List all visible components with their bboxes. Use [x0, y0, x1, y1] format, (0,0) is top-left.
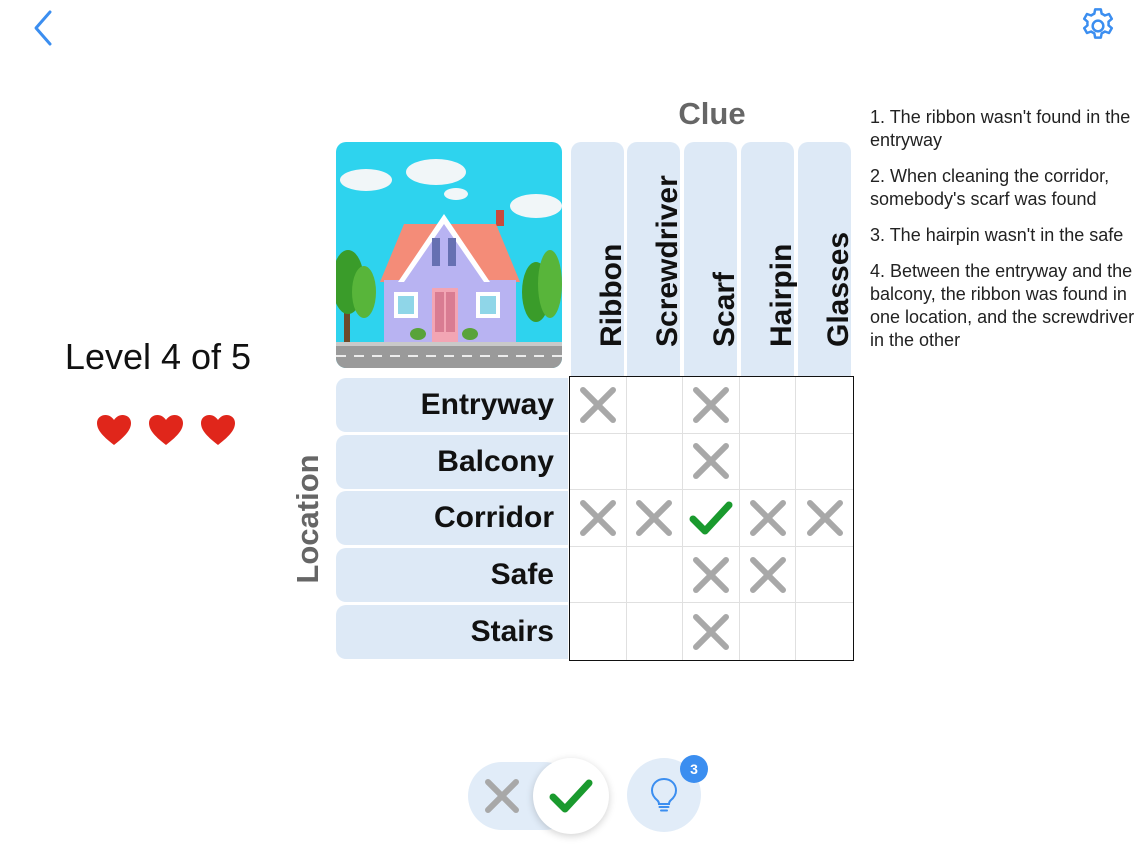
grid-cell[interactable]	[683, 433, 740, 491]
check-mode-option[interactable]	[533, 758, 609, 834]
column-label: Glasses	[821, 231, 855, 347]
location-axis-text: Location	[290, 454, 325, 584]
back-button[interactable]	[28, 8, 64, 48]
grid-cell[interactable]	[570, 603, 627, 660]
grid-cell[interactable]	[570, 490, 627, 547]
settings-button[interactable]	[1078, 6, 1118, 46]
grid-cell[interactable]	[626, 490, 684, 547]
heart-icon	[97, 415, 131, 445]
logic-grid	[569, 376, 854, 661]
grid-cell[interactable]	[796, 547, 853, 604]
grid-cell[interactable]	[683, 377, 740, 434]
cross-mark-icon	[692, 613, 729, 650]
location-axis-label: Location	[288, 378, 328, 660]
column-header-glasses[interactable]: Glasses	[798, 142, 855, 376]
row-label: Safe	[490, 558, 554, 591]
cross-mark-icon	[579, 499, 616, 536]
column-label: Hairpin	[764, 243, 798, 347]
grid-cell[interactable]	[739, 546, 797, 604]
grid-cell[interactable]	[683, 490, 740, 547]
column-header-hairpin[interactable]: Hairpin	[741, 142, 798, 376]
clue-item: 3. The hairpin wasn't in the safe	[870, 225, 1124, 245]
grid-cell[interactable]	[739, 433, 797, 491]
grid-cell[interactable]	[626, 377, 684, 434]
clue-list: 1. The ribbon wasn't found in the entryw…	[870, 106, 1140, 365]
column-label: Ribbon	[594, 243, 628, 347]
grid-cell[interactable]	[739, 377, 797, 434]
column-label: Scarf	[707, 271, 741, 347]
row-label: Stairs	[470, 615, 554, 648]
house-illustration	[336, 142, 562, 368]
clue-axis-label: Clue	[678, 96, 746, 131]
cross-mark-icon	[692, 443, 729, 480]
cross-mark-icon	[692, 556, 729, 593]
grid-cell[interactable]	[740, 603, 797, 660]
grid-cell[interactable]	[570, 546, 627, 604]
chevron-left-icon	[34, 10, 52, 46]
grid-cell[interactable]	[570, 433, 627, 491]
hint-count-badge: 3	[680, 755, 708, 783]
row-label: Balcony	[437, 445, 554, 478]
row-label: Corridor	[434, 501, 554, 534]
heart-icon	[201, 415, 235, 445]
grid-cell[interactable]	[627, 603, 684, 660]
level-title: Level 4 of 5	[64, 336, 252, 377]
grid-cell[interactable]	[626, 546, 684, 604]
clue-item: 4. Between the entryway and the balcony,…	[870, 261, 1135, 350]
row-header-entryway[interactable]: Entryway	[336, 378, 568, 432]
lives-indicator	[96, 414, 236, 446]
cross-mark-icon	[749, 556, 786, 593]
cross-mark-icon	[749, 499, 786, 536]
column-header-screwdriver[interactable]: Screwdriver	[627, 142, 684, 376]
grid-cell[interactable]	[796, 377, 853, 434]
grid-cell[interactable]	[683, 603, 740, 660]
column-header-scarf[interactable]: Scarf	[684, 142, 741, 376]
cross-mark-icon	[806, 499, 843, 536]
cross-icon	[485, 779, 519, 813]
grid-cell[interactable]	[796, 490, 853, 547]
grid-cell[interactable]	[683, 546, 740, 604]
grid-cell[interactable]	[796, 434, 853, 491]
clue-item: 2. When cleaning the corridor, somebody'…	[870, 166, 1110, 209]
cross-mark-icon	[692, 386, 729, 423]
row-header-corridor[interactable]: Corridor	[336, 491, 568, 545]
grid-cell[interactable]	[570, 377, 627, 434]
cross-mark-icon	[579, 386, 616, 423]
cross-mark-icon	[636, 499, 673, 536]
grid-cell[interactable]	[739, 490, 797, 547]
grid-cell[interactable]	[796, 603, 853, 660]
column-header-ribbon[interactable]: Ribbon	[571, 142, 628, 376]
row-header-stairs[interactable]: Stairs	[336, 605, 568, 659]
row-header-balcony[interactable]: Balcony	[336, 435, 568, 489]
column-label: Screwdriver	[650, 175, 684, 347]
grid-cell[interactable]	[626, 433, 684, 491]
gear-icon	[1082, 8, 1114, 39]
row-header-safe[interactable]: Safe	[336, 548, 568, 602]
clue-item: 1. The ribbon wasn't found in the entryw…	[870, 107, 1131, 150]
lightbulb-icon	[650, 777, 678, 812]
cross-mode-option[interactable]	[482, 776, 522, 816]
check-icon	[549, 779, 593, 813]
heart-icon	[149, 415, 183, 445]
row-label: Entryway	[420, 388, 554, 421]
check-mark-icon	[689, 501, 733, 535]
